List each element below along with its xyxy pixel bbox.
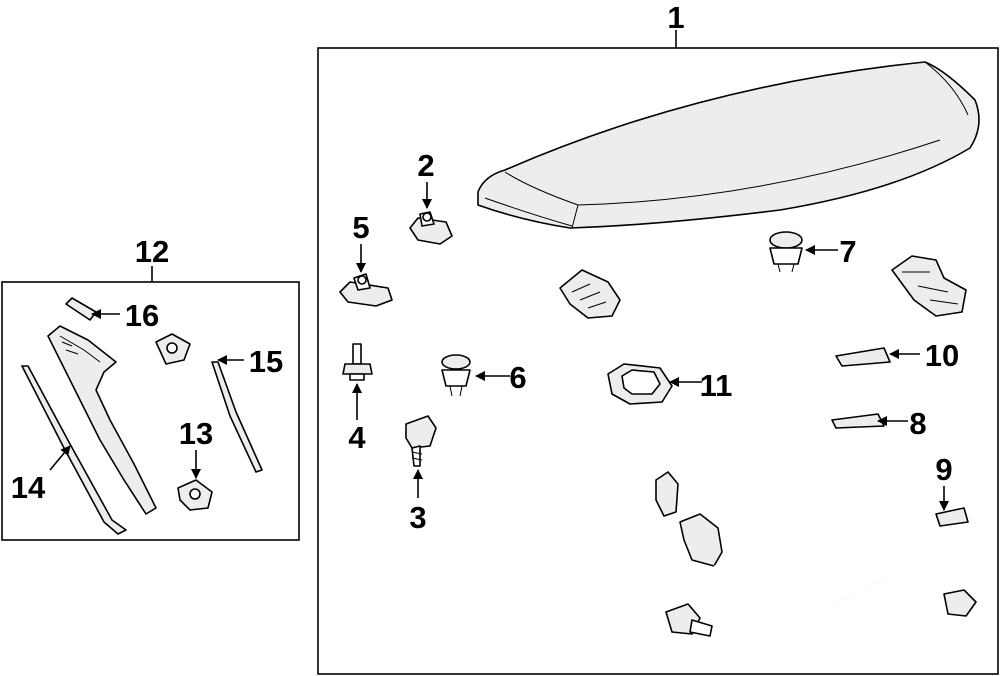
retainer-clip-part-5 — [339, 273, 393, 307]
callout-6: 6 — [509, 360, 526, 395]
push-clip-part-6 — [441, 354, 471, 397]
retainer-clip-part-2 — [409, 211, 453, 245]
callout-12: 12 — [135, 234, 169, 269]
main-assembly-box — [317, 47, 999, 675]
strip-part-8 — [831, 413, 885, 429]
callout-5: 5 — [352, 210, 369, 245]
callout-10: 10 — [925, 338, 959, 373]
callout-8: 8 — [909, 406, 926, 441]
spoiler-part — [477, 61, 980, 229]
callout-13: 13 — [179, 416, 213, 451]
strip-part-14 — [21, 365, 127, 535]
push-clip-part-7 — [769, 231, 803, 273]
wire-harness-part — [655, 471, 977, 637]
callout-7: 7 — [839, 234, 856, 269]
strip-part-10 — [835, 347, 891, 367]
callout-16: 16 — [125, 298, 159, 333]
pad-part-9 — [935, 507, 969, 527]
callout-3: 3 — [409, 500, 426, 535]
clip-part-13 — [177, 479, 213, 511]
callout-15: 15 — [249, 344, 283, 379]
callout-4: 4 — [348, 420, 366, 455]
callout-11: 11 — [700, 368, 733, 403]
callout-14: 14 — [11, 470, 46, 505]
nut-part-13-top — [155, 333, 191, 365]
trim-panel-part — [47, 325, 157, 515]
screw-part-3 — [405, 415, 437, 467]
pad-part-11 — [607, 363, 673, 405]
stud-bolt-part-4 — [342, 343, 373, 381]
sub-assembly-box — [1, 281, 300, 541]
bracket-right-part — [891, 255, 967, 317]
arrow-14 — [49, 445, 71, 471]
bracket-center-part — [559, 269, 621, 319]
callout-9: 9 — [935, 452, 952, 487]
clip-part-16 — [65, 297, 97, 321]
callout-1: 1 — [667, 0, 684, 35]
callout-2: 2 — [417, 148, 434, 183]
